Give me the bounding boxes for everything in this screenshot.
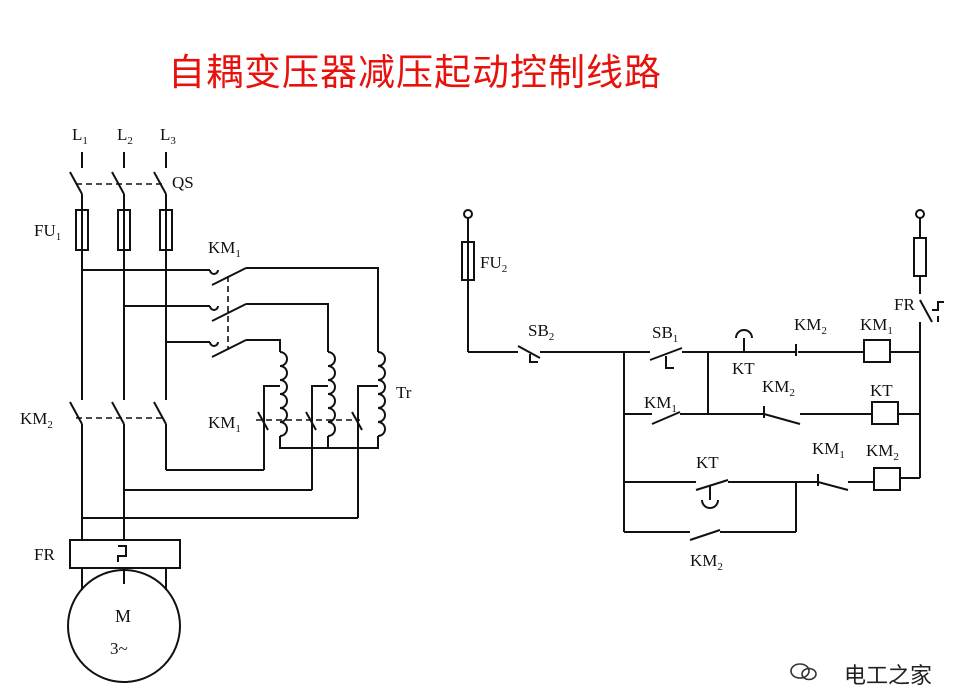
label-KM2-coil: KM2 xyxy=(866,441,899,463)
label-L3: L3 xyxy=(160,125,176,147)
coil-km1 xyxy=(863,339,891,363)
transformer-coil-b xyxy=(327,351,336,437)
label-FU1: FU1 xyxy=(34,221,61,243)
label-KM1-coil: KM1 xyxy=(860,315,893,337)
diagram-title: 自耦变压器减压起动控制线路 xyxy=(168,51,662,94)
label-FU2: FU2 xyxy=(480,253,507,275)
watermark: 电工之家 xyxy=(843,664,932,689)
label-FR-main: FR xyxy=(34,545,55,564)
label-KT-r3: KT xyxy=(696,453,719,472)
label-KM1-r2: KM1 xyxy=(644,393,677,415)
label-L1: L1 xyxy=(72,125,88,147)
label-SB1: SB1 xyxy=(652,323,678,345)
label-KT-coil: KT xyxy=(870,381,893,400)
transformer-coil-a xyxy=(279,351,288,437)
label-FR-ctrl: FR xyxy=(894,295,915,314)
motor xyxy=(67,569,181,683)
label-KM1-mid: KM1 xyxy=(208,413,241,435)
motor-phase-label: 3~ xyxy=(110,639,128,658)
label-KM1-r3: KM1 xyxy=(812,439,845,461)
coil-kt xyxy=(871,401,899,425)
label-KM1-top: KM1 xyxy=(208,238,241,260)
label-KM2-r2: KM2 xyxy=(762,377,795,399)
label-SB2: SB2 xyxy=(528,321,554,343)
coil-km2 xyxy=(873,467,901,491)
motor-label: M xyxy=(115,606,131,626)
label-KM2-r1: KM2 xyxy=(794,315,827,337)
label-KT-r1: KT xyxy=(732,359,755,378)
control-circuit: FU2 SB2 SB1 KT KM2 KM1 xyxy=(461,209,944,573)
transformer-coil-c xyxy=(377,351,386,437)
fuse-right xyxy=(913,237,927,277)
label-KM2-r4: KM2 xyxy=(690,551,723,573)
label-QS: QS xyxy=(172,173,194,192)
label-L2: L2 xyxy=(117,125,133,147)
main-circuit: L1 L2 L3 QS FU1 xyxy=(20,125,412,683)
label-Tr: Tr xyxy=(396,383,412,402)
wechat-icon xyxy=(790,663,817,681)
label-KM2-left: KM2 xyxy=(20,409,53,431)
